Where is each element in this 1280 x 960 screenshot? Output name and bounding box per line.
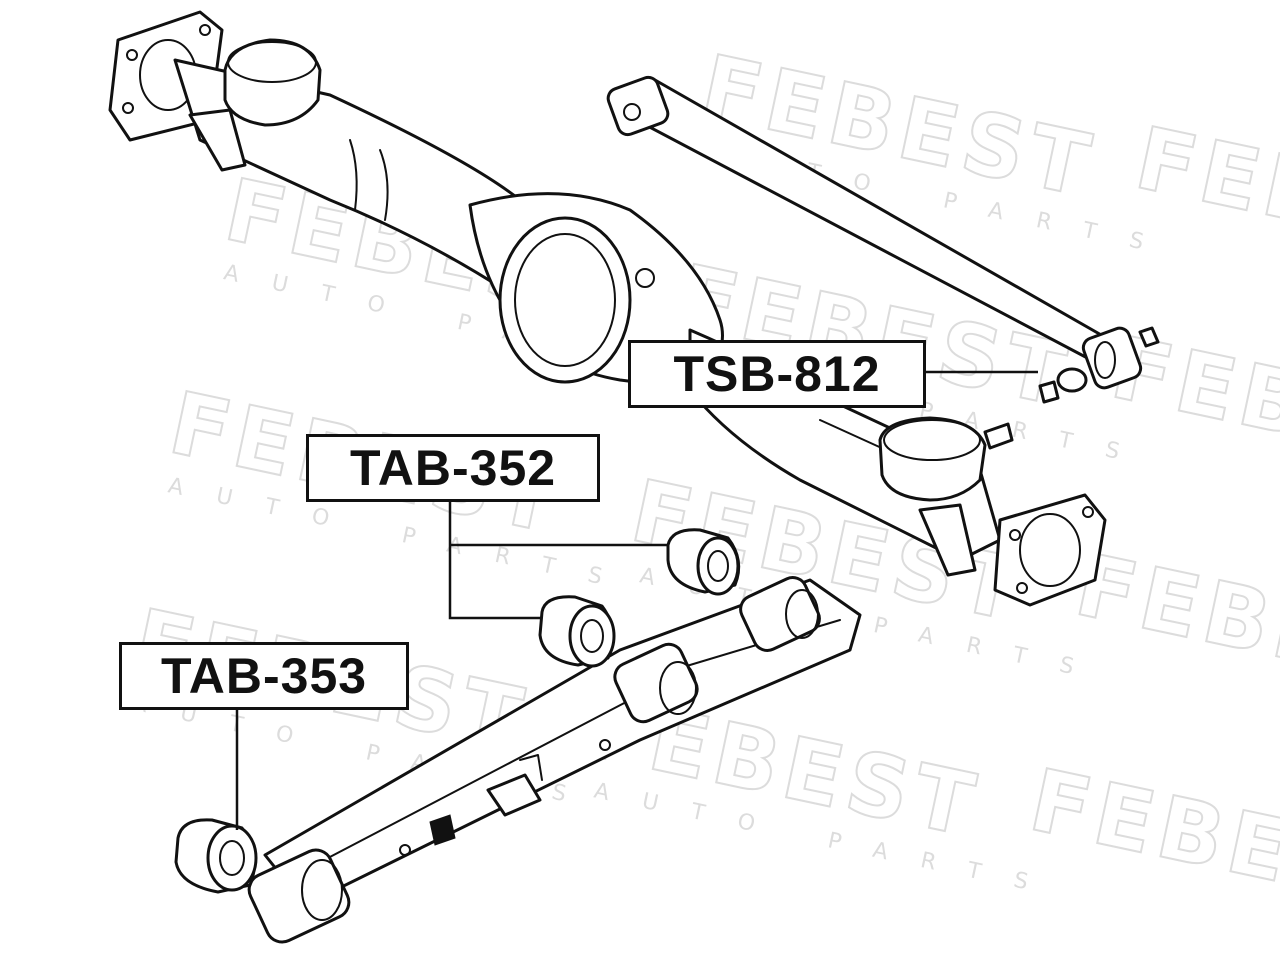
- leader-lines: [235, 370, 1038, 830]
- bushing-tab-352-lower: [538, 595, 616, 668]
- part-number-tab-352: TAB-352: [349, 440, 557, 496]
- trailing-arm: [247, 576, 862, 944]
- part-number-tsb-812: TSB-812: [673, 346, 881, 402]
- leader-tab-352: [448, 502, 668, 620]
- bushing-tab-353: [174, 818, 258, 894]
- watermark-brand: FEBEST: [1022, 751, 1280, 932]
- part-number-tab-353: TAB-353: [160, 648, 368, 704]
- watermark-brand: FEBEST: [1128, 109, 1280, 290]
- bushing-tab-352-upper: [666, 528, 741, 596]
- label-tab-353: TAB-353: [119, 642, 409, 710]
- lateral-rod: [606, 75, 1160, 404]
- label-tsb-812: TSB-812: [628, 340, 926, 408]
- label-tab-352: TAB-352: [306, 434, 600, 502]
